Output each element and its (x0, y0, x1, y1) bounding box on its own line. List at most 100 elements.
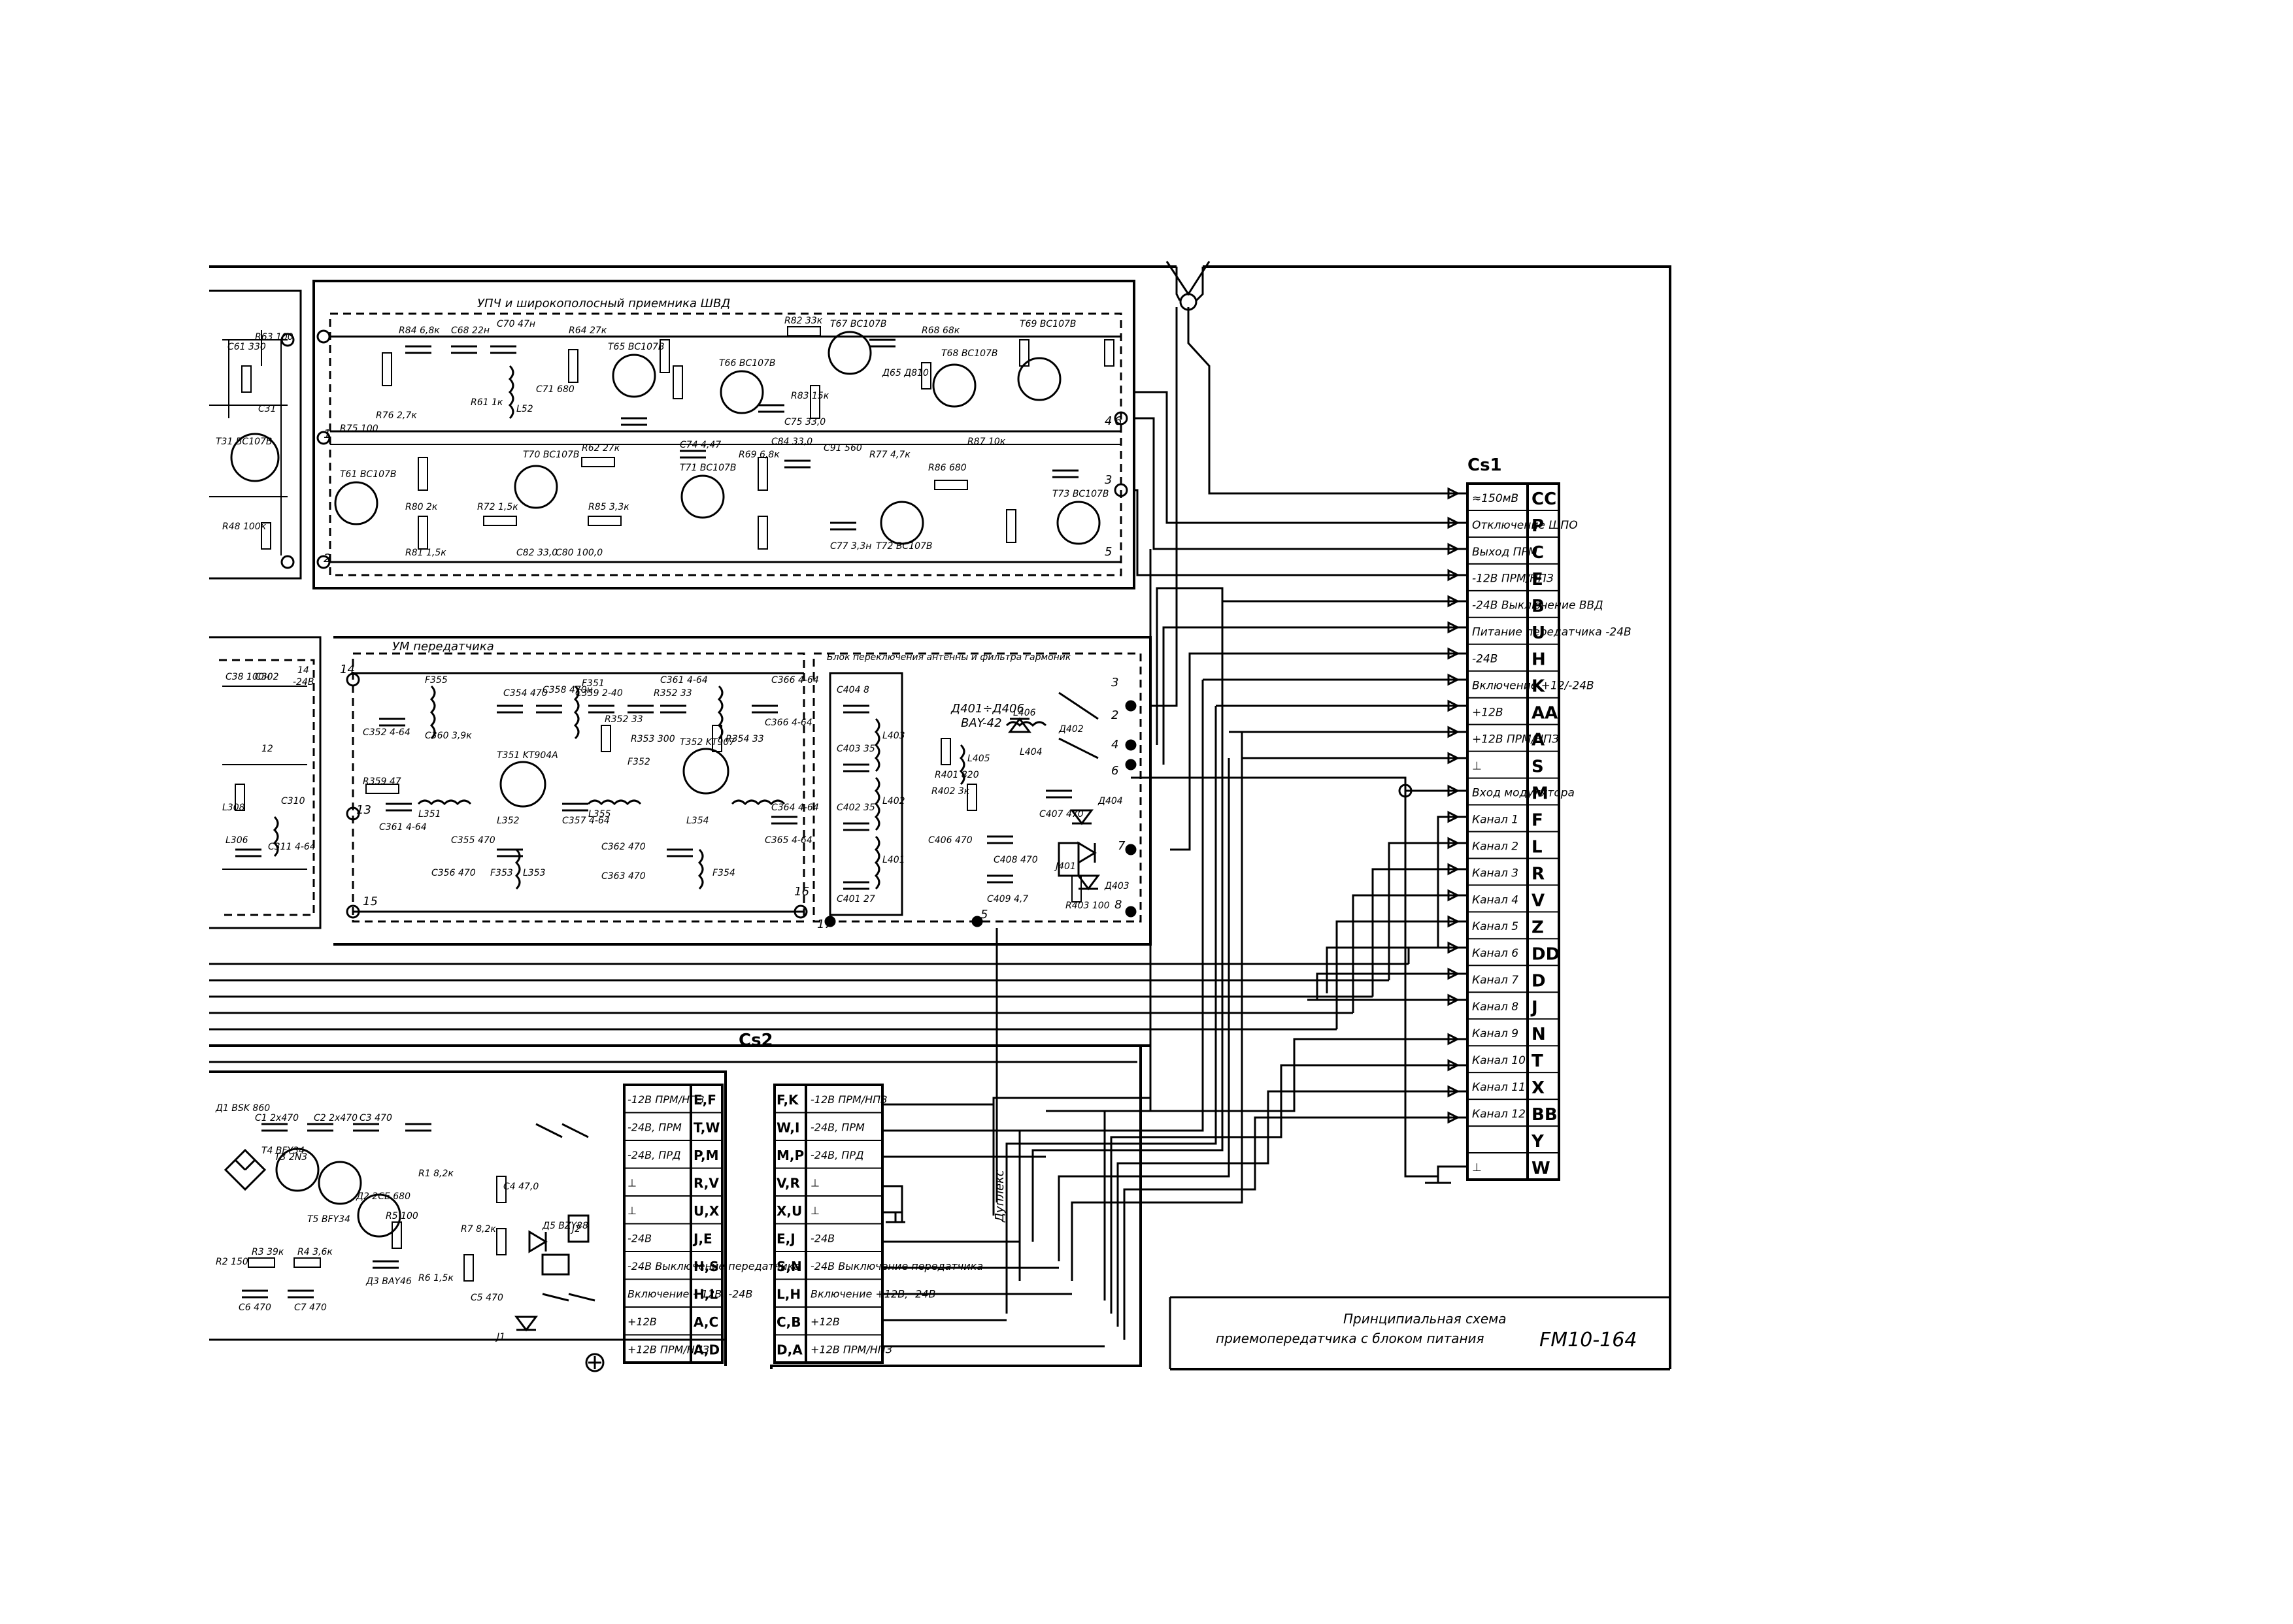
cs1-pin-letter: L (1531, 837, 1543, 857)
component-label: C3 470 (360, 1113, 392, 1123)
component-label: Д1 BSK 860 (215, 1103, 270, 1114)
cs2-left-label: +12В ПРМ/НПЗ (628, 1344, 709, 1356)
component-label: C406 470 (928, 835, 973, 846)
filter-pin: 7 (1118, 839, 1126, 853)
component-label: R7 8,2к (461, 1224, 496, 1235)
component-label: L406 (1013, 708, 1036, 718)
component-label: Д5 BZY88 (542, 1221, 588, 1231)
cs1-pin-letter: CC (1531, 489, 1556, 509)
rx-resistors (382, 326, 1114, 550)
component-label: R403 100 (1065, 901, 1110, 911)
component-label: C362 470 (601, 842, 646, 852)
cs1-row-label: Канал 4 (1472, 893, 1518, 906)
component-label: R1 8,2к (418, 1168, 454, 1179)
component-label: R69 6,8к (739, 450, 780, 460)
cs2-right-pin: F,K (777, 1092, 799, 1108)
component-label: C402 35 (837, 803, 875, 813)
title-caption: Принципиальная схема приемопередатчика с… (1216, 1311, 1637, 1351)
caption-line-2: приемопередатчика с блоком питания (1216, 1331, 1484, 1346)
cs2-left-pin: H,L (694, 1286, 718, 1302)
component-label: L355 (588, 809, 611, 820)
component-label: C360 3,9к (425, 731, 472, 741)
component-label: R2 150 (216, 1257, 248, 1267)
component-label: C68 22н (451, 325, 490, 336)
cs2-left-pin: P,M (694, 1148, 719, 1163)
cs2-right-label: -24В (811, 1233, 835, 1245)
component-label: C354 470 (503, 688, 548, 699)
cs1-pin-letter: M (1531, 784, 1548, 804)
component-label: F355 (425, 675, 448, 686)
component-label: R64 27к (569, 325, 607, 336)
component-label: C359 2-40 (575, 688, 623, 699)
left-label: 14 (297, 665, 309, 676)
component-label: R68 68к (922, 325, 960, 336)
cs2-title: Cs2 (739, 1031, 773, 1050)
component-label: C352 4-64 (363, 727, 410, 738)
component-label: C407 470 (1039, 809, 1084, 820)
cs1-pin-letter: K (1531, 677, 1545, 697)
cs1-row-label: ⊥ (1472, 1161, 1482, 1174)
component-label: R77 4,7к (869, 450, 911, 460)
left-label: R48 100к (222, 522, 267, 532)
component-label: T72 BC107B (876, 541, 933, 552)
component-label: T3 2N3 (275, 1152, 307, 1163)
diode-label: Д401÷Д406 (950, 702, 1024, 716)
filter-pin: 5 (980, 908, 988, 921)
cs2-left-label: -24В Выключение передатчика (628, 1260, 800, 1272)
cs2-left-label: -24В, ПРД (628, 1149, 680, 1161)
component-label: R76 2,7к (376, 410, 417, 421)
component-label: C404 8 (837, 685, 869, 695)
filter-pin: 8 (1114, 898, 1122, 912)
component-label: C74 4,47 (680, 440, 721, 450)
cs1-pin-letter: H (1531, 650, 1546, 670)
cs1-pin-letter: J (1530, 998, 1538, 1018)
component-label: C91 560 (824, 443, 862, 454)
transistor-t351 (499, 761, 546, 808)
component-label: R6 1,5к (418, 1273, 454, 1284)
component-label: C401 27 (837, 894, 875, 904)
component-label: L403 (882, 731, 905, 741)
component-label: L404 (1020, 747, 1043, 757)
cs1-row-label: Канал 2 (1472, 840, 1518, 853)
tx-coils (417, 685, 786, 890)
cs2-right-label: -24В Выключение передатчика (811, 1260, 983, 1272)
transistor-symbol (230, 433, 280, 482)
tx-pin: 16 (794, 885, 809, 899)
component-label: T69 BC107B (1020, 319, 1077, 329)
component-label: T61 BC107B (340, 469, 397, 480)
component-label: T67 BC107B (830, 319, 887, 329)
component-label: R5 100 (386, 1211, 418, 1221)
component-label: C357 4-64 (562, 816, 610, 826)
cs2-right-pin: S,N (777, 1259, 802, 1274)
component-label: C363 470 (601, 871, 646, 882)
component-label: T71 BC107B (680, 463, 737, 473)
cs1-row-label: Питание передатчика -24В (1472, 626, 1632, 639)
component-label: R402 3к (931, 786, 970, 797)
component-label: T4 BFY34 (261, 1146, 305, 1156)
filter-coils (874, 718, 1047, 890)
cs1-pin-letter: E (1531, 570, 1543, 589)
cs2-right-pin: E,J (777, 1231, 795, 1246)
filter-pin: 4 (1111, 738, 1118, 752)
cs1-row-label: Канал 6 (1472, 947, 1518, 960)
cs1-pin-letter: V (1531, 891, 1545, 910)
component-label: R85 3,3к (588, 502, 629, 512)
component-label: L351 (418, 809, 441, 820)
component-label: C361 4-64 (660, 675, 708, 686)
cs2-right-label: ⊥ (811, 1177, 820, 1189)
component-label: R61 1к (471, 397, 503, 408)
cs1-row-label: -24В (1472, 653, 1498, 666)
cs1-pin-letter: AA (1531, 704, 1558, 723)
cs2-right-pin: C,B (777, 1314, 801, 1330)
cs2-left-label: -12В ПРМ/НПЗ (628, 1093, 704, 1106)
cs1-pin-letter: A (1531, 731, 1545, 750)
left-label: C302 (255, 672, 279, 682)
left-label: C38 100н (226, 672, 270, 682)
cs2-left-pin: A,C (694, 1314, 718, 1330)
component-label: C403 35 (837, 744, 875, 754)
cs1-pin-letter: Y (1531, 1132, 1545, 1152)
component-label: C355 470 (451, 835, 495, 846)
left-label: C310 (281, 796, 305, 806)
component-label: C1 2х470 (255, 1113, 299, 1123)
left-label: 12 (261, 744, 273, 754)
